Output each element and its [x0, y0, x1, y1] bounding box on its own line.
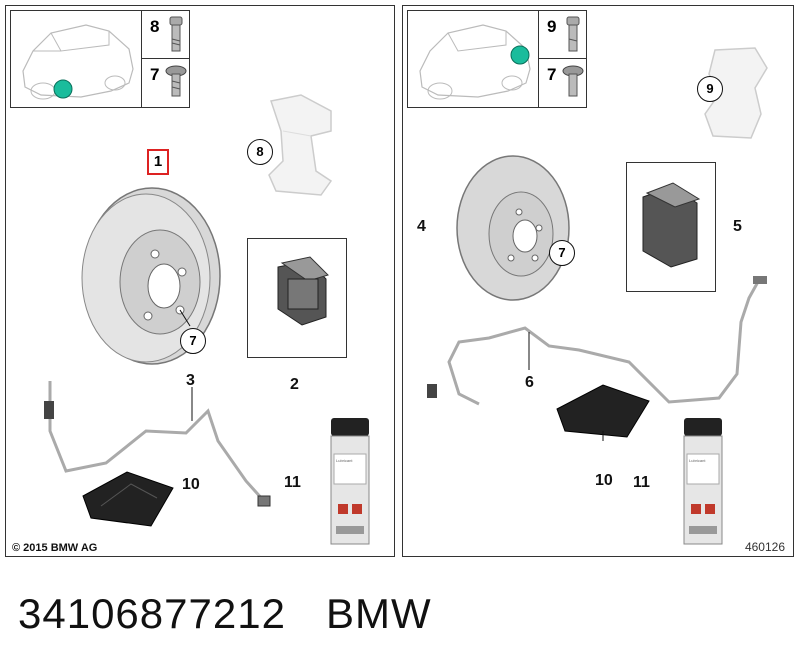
callout-pads: 2 [290, 376, 299, 393]
wear-sensor-icon [427, 276, 767, 406]
thumb-cell-disc-screw: 7 [539, 59, 586, 106]
image-id-text: 460126 [744, 540, 785, 554]
thumb-cell-disc-screw: 7 [142, 59, 189, 106]
callout-spray: 11 [284, 474, 301, 491]
spray-can-icon: Lubricant [683, 418, 723, 545]
callout-disc: 4 [417, 218, 426, 235]
car-location-icon [408, 11, 539, 107]
callout-grease: 10 [182, 476, 200, 493]
thumb-number: 9 [547, 17, 557, 36]
caliper-carrier-icon [268, 94, 333, 196]
callout-disc-bolt: 7 [549, 240, 575, 266]
brake-pads-icon [642, 182, 701, 268]
callout-sensor: 3 [186, 372, 195, 389]
copyright-text: © 2015 BMW AG [12, 542, 98, 554]
callout-disc-bolt: 7 [180, 328, 206, 354]
svg-text:Lubricant: Lubricant [689, 458, 706, 463]
callout-caliper: 8 [247, 139, 273, 165]
part-number: 34106877212 [18, 590, 286, 637]
wear-sensor-icon [44, 381, 271, 507]
spray-can-icon: Lubricant [330, 418, 370, 545]
thumb-number: 8 [150, 17, 160, 36]
right-parts-panel: 9 7 9 4 7 5 [402, 5, 794, 557]
callout-pads: 5 [733, 218, 742, 235]
part-caption: 34106877212 BMW [18, 590, 432, 638]
car-location-icon [11, 11, 142, 107]
thumb-cell-caliper-bolt: 8 [142, 11, 189, 59]
screw-icon [562, 65, 584, 97]
thumb-cell-caliper-bolt: 9 [539, 11, 586, 59]
vehicle-thumbnail: 9 7 [407, 10, 587, 108]
left-parts-panel: 8 7 8 1 7 [5, 5, 395, 557]
svg-text:Lubricant: Lubricant [336, 458, 353, 463]
callout-grease: 10 [595, 472, 613, 489]
bolt-icon [169, 16, 183, 52]
thumb-number: 7 [547, 65, 557, 84]
selected-part-label[interactable]: 1 [147, 149, 169, 175]
grease-packet-icon [556, 384, 650, 441]
callout-caliper: 9 [697, 76, 723, 102]
brake-pads-box [626, 162, 716, 292]
callout-spray: 11 [633, 474, 650, 491]
callout-sensor: 6 [525, 374, 534, 391]
grease-packet-icon [82, 471, 174, 527]
brake-disc-icon [456, 155, 570, 301]
brake-disc-icon [81, 187, 221, 365]
brake-pads-icon [277, 256, 329, 326]
brand-name: BMW [325, 590, 432, 637]
thumb-number: 7 [150, 65, 160, 84]
brake-pads-box [247, 238, 347, 358]
bolt-icon [566, 16, 580, 52]
screw-icon [165, 65, 187, 97]
vehicle-thumbnail: 8 7 [10, 10, 190, 108]
